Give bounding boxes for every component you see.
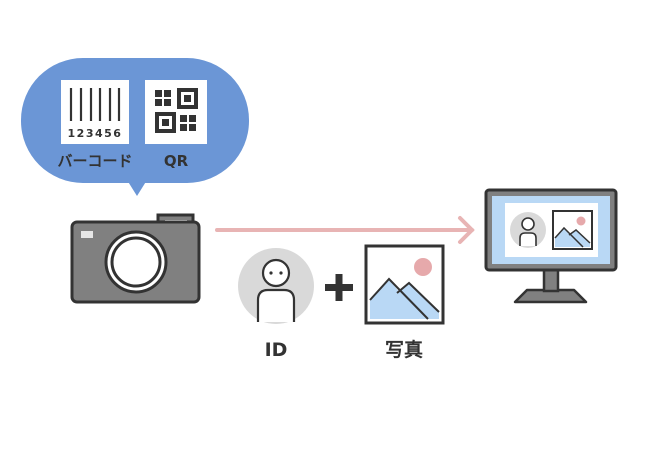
bubble-body	[21, 58, 249, 183]
qr-label: QR	[164, 152, 189, 170]
person-icon	[238, 248, 314, 324]
plus-icon	[325, 274, 353, 301]
monitor-icon	[484, 188, 618, 304]
speech-bubble	[21, 58, 249, 196]
photo-label: 写真	[385, 338, 423, 361]
qr-code-icon	[145, 80, 207, 144]
id-label: ID	[265, 339, 288, 361]
barcode-icon: 123456	[61, 80, 129, 144]
barcode-digits: 123456	[68, 127, 123, 140]
barcode-label: バーコード	[57, 152, 132, 170]
arrow-right-icon	[215, 216, 475, 244]
bubble-tail	[127, 180, 147, 196]
camera-icon	[70, 213, 201, 304]
photo-icon	[364, 244, 445, 325]
